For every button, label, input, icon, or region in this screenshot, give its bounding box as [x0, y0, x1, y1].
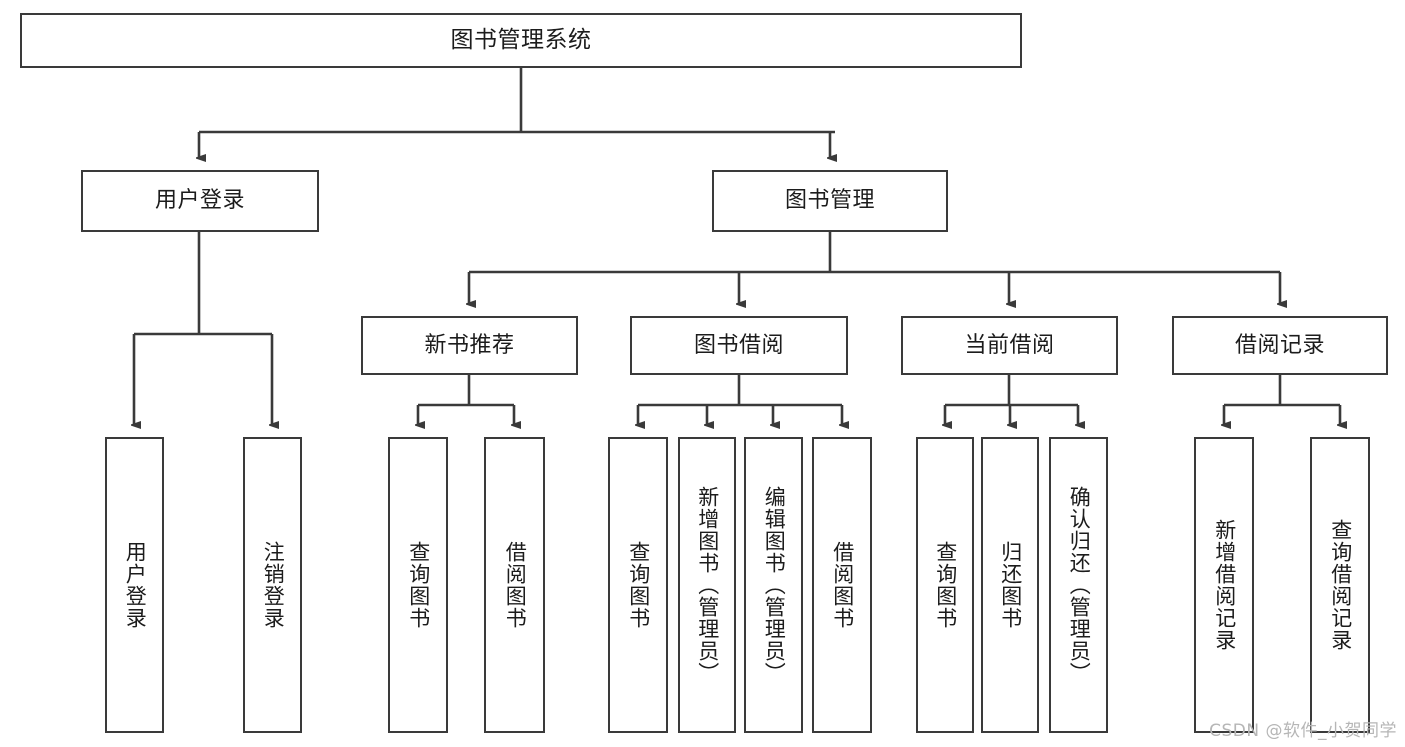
- node-label: 归还图书: [998, 541, 1023, 629]
- node-label: 查询图书: [933, 541, 958, 629]
- node-label: 确认归还（管理员）: [1067, 486, 1092, 684]
- leaf-book-borrow-query[interactable]: 查询图书: [608, 437, 668, 733]
- leaf-new-book-borrow[interactable]: 借阅图书: [484, 437, 545, 733]
- leaf-user-login-logout[interactable]: 注销登录: [243, 437, 302, 733]
- node-book-borrow[interactable]: 图书借阅: [630, 316, 848, 375]
- leaf-user-login-login[interactable]: 用户登录: [105, 437, 164, 733]
- node-label: 借阅记录: [1234, 332, 1325, 358]
- node-root-system[interactable]: 图书管理系统: [20, 13, 1022, 68]
- node-label: 当前借阅: [964, 332, 1055, 358]
- leaf-book-borrow-borrow[interactable]: 借阅图书: [812, 437, 872, 733]
- leaf-current-borrow-query[interactable]: 查询图书: [916, 437, 974, 733]
- node-label: 编辑图书（管理员）: [762, 486, 787, 684]
- node-label: 新增图书（管理员）: [695, 486, 720, 684]
- node-label: 新增借阅记录: [1212, 519, 1237, 651]
- node-label: 图书管理系统: [450, 26, 592, 53]
- node-label: 用户登录: [154, 188, 245, 214]
- leaf-book-borrow-add[interactable]: 新增图书（管理员）: [678, 437, 736, 733]
- csdn-watermark: CSDN @软件_小贺同学: [1209, 721, 1397, 741]
- leaf-current-borrow-return[interactable]: 归还图书: [981, 437, 1039, 733]
- leaf-current-borrow-confirm[interactable]: 确认归还（管理员）: [1049, 437, 1108, 733]
- node-user-login[interactable]: 用户登录: [81, 170, 319, 232]
- leaf-borrow-record-add[interactable]: 新增借阅记录: [1194, 437, 1254, 733]
- node-borrow-record[interactable]: 借阅记录: [1172, 316, 1388, 375]
- node-label: 查询图书: [406, 541, 431, 629]
- node-label: 图书管理: [784, 188, 875, 214]
- node-label: 新书推荐: [424, 332, 515, 358]
- leaf-book-borrow-edit[interactable]: 编辑图书（管理员）: [744, 437, 803, 733]
- node-label: 注销登录: [261, 541, 286, 629]
- node-label: 借阅图书: [830, 541, 855, 629]
- leaf-borrow-record-query[interactable]: 查询借阅记录: [1310, 437, 1370, 733]
- leaf-new-book-query[interactable]: 查询图书: [388, 437, 448, 733]
- node-label: 借阅图书: [503, 541, 528, 629]
- node-label: 查询图书: [626, 541, 651, 629]
- node-label: 查询借阅记录: [1328, 519, 1353, 651]
- node-new-book-recommend[interactable]: 新书推荐: [361, 316, 578, 375]
- node-label: 用户登录: [123, 541, 148, 629]
- node-current-borrow[interactable]: 当前借阅: [901, 316, 1118, 375]
- node-book-management[interactable]: 图书管理: [712, 170, 948, 232]
- node-label: 图书借阅: [693, 332, 784, 358]
